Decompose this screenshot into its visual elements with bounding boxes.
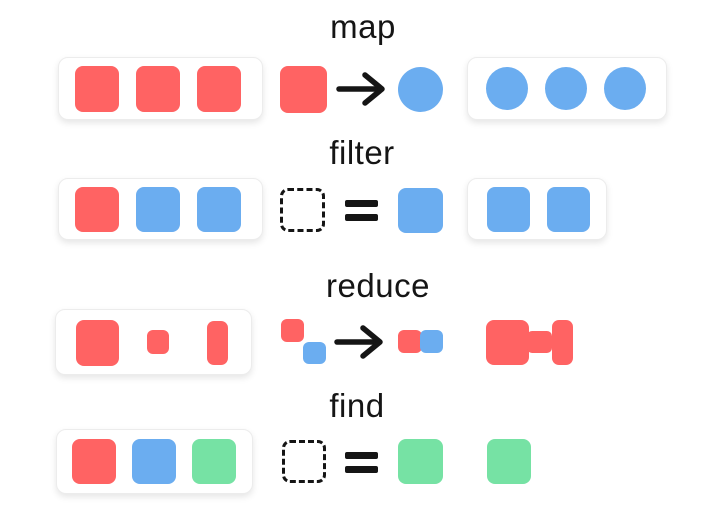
equals-icon <box>345 452 378 473</box>
filter-predicate-match-square <box>398 188 443 233</box>
red-square-small-item <box>147 330 169 354</box>
map-callback-input-square <box>280 66 327 113</box>
reduce-current-value-square <box>303 342 326 364</box>
blue-square-item <box>136 186 180 232</box>
equals-bar <box>345 214 378 221</box>
reduce-label: reduce <box>326 267 430 304</box>
filter-output-array-box <box>467 178 607 240</box>
blue-circle-item <box>604 67 646 110</box>
equals-bar <box>345 452 378 459</box>
merged-shape-connector <box>527 331 552 353</box>
filter-input-array-box <box>58 178 263 240</box>
find-predicate-match-square <box>398 439 443 484</box>
equals-bar <box>345 466 378 473</box>
find-label: find <box>329 387 385 424</box>
blue-square-item <box>547 186 590 232</box>
map-callback-output-circle <box>398 67 443 112</box>
red-square-item <box>75 65 119 112</box>
reduce-combined-red-square <box>398 330 422 353</box>
reduce-accumulator-square <box>281 319 304 342</box>
find-input-array-box <box>56 429 253 494</box>
dashed-placeholder-square <box>280 188 325 232</box>
map-label: map <box>330 8 396 45</box>
merged-shape-tall-rect <box>552 320 573 365</box>
blue-square-item <box>487 186 530 232</box>
blue-square-item <box>132 439 176 484</box>
red-square-large-item <box>76 320 119 366</box>
reduce-combined-blue-square <box>420 330 443 353</box>
red-square-item <box>197 65 241 112</box>
green-square-item <box>192 439 236 484</box>
blue-square-item <box>197 186 241 232</box>
reduce-result-merged-shape <box>486 320 573 365</box>
red-square-item <box>136 65 180 112</box>
arrow-right-icon <box>336 71 388 107</box>
reduce-input-array-box <box>55 309 252 375</box>
red-square-item <box>72 439 116 484</box>
blue-circle-item <box>545 67 587 110</box>
red-rect-tall-item <box>207 321 228 365</box>
blue-circle-item <box>486 67 528 110</box>
map-input-array-box <box>58 57 263 120</box>
map-output-array-box <box>467 57 667 120</box>
filter-label: filter <box>329 134 395 171</box>
arrow-right-icon <box>334 324 386 360</box>
equals-bar <box>345 200 378 207</box>
merged-shape-big-square <box>486 320 529 365</box>
dashed-placeholder-square <box>282 440 326 483</box>
red-square-item <box>75 186 119 232</box>
find-result-square <box>487 439 531 484</box>
equals-icon <box>345 200 378 221</box>
